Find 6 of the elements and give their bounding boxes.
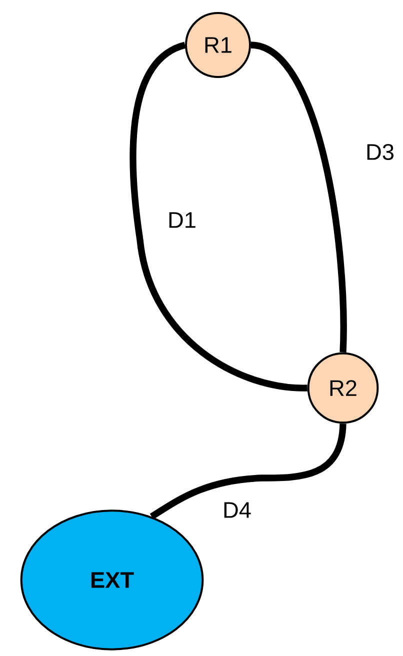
- edge-label: D1: [169, 212, 196, 228]
- connector-line: [150, 423, 346, 520]
- connector-line: [250, 42, 347, 352]
- edge-label: D3: [367, 144, 394, 160]
- edge-label: D4: [224, 502, 251, 518]
- connector-line: [130, 42, 308, 392]
